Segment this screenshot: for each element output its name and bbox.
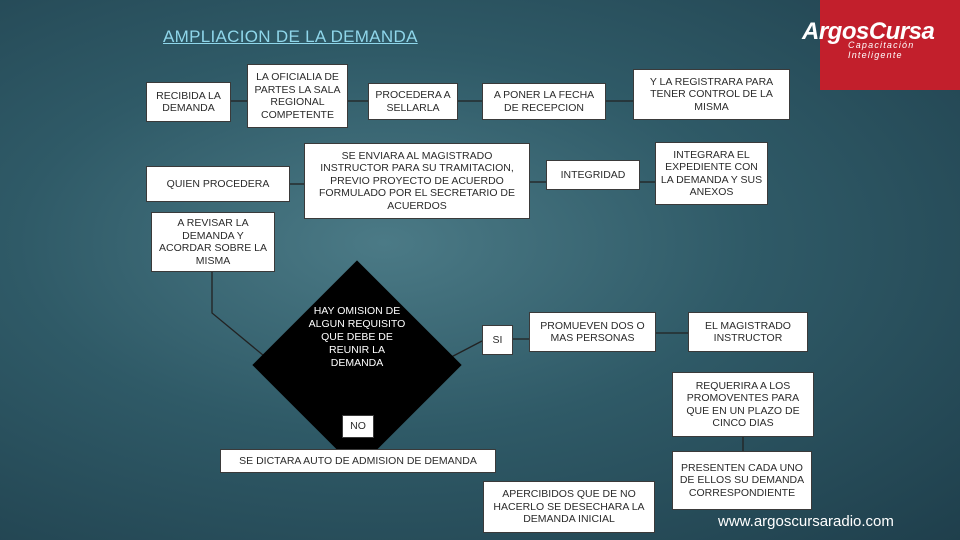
node-si: SI [482, 325, 513, 355]
node-registrara: Y LA REGISTRARA PARA TENER CONTROL DE LA… [633, 69, 790, 120]
node-no: NO [342, 415, 374, 438]
node-integridad: INTEGRIDAD [546, 160, 640, 190]
node-magistrado-instructor: EL MAGISTRADO INSTRUCTOR [688, 312, 808, 352]
node-integrara-expediente: INTEGRARA EL EXPEDIENTE CON LA DEMANDA Y… [655, 142, 768, 205]
decision-omision-text: HAY OMISION DE ALGUN REQUISITO QUE DEBE … [308, 305, 406, 369]
node-revisar-demanda: A REVISAR LA DEMANDA Y ACORDAR SOBRE LA … [151, 212, 275, 272]
page-title: AMPLIACION DE LA DEMANDA [163, 27, 418, 46]
footer-url[interactable]: www.argoscursaradio.com [718, 513, 894, 530]
connector-revisar-omision [211, 272, 276, 366]
node-enviara-magistrado: SE ENVIARA AL MAGISTRADO INSTRUCTOR PARA… [304, 143, 530, 219]
node-oficialia-partes: LA OFICIALIA DE PARTES LA SALA REGIONAL … [247, 64, 348, 128]
node-procedera-sellarla: PROCEDERA A SELLARLA [368, 83, 458, 120]
logo-background [820, 0, 960, 90]
node-requerira-promoventes: REQUERIRA A LOS PROMOVENTES PARA QUE EN … [672, 372, 814, 437]
node-promueven-personas: PROMUEVEN DOS O MAS PERSONAS [529, 312, 656, 352]
node-quien-procedera: QUIEN PROCEDERA [146, 166, 290, 202]
node-recibida-demanda: RECIBIDA LA DEMANDA [146, 82, 231, 122]
logo: ArgosCursa [802, 18, 935, 45]
decision-omision-requisito: HAY OMISION DE ALGUN REQUISITO QUE DEBE … [251, 259, 463, 471]
logo-tagline: Capacitación Inteligente [848, 40, 915, 60]
node-auto-admision: SE DICTARA AUTO DE ADMISION DE DEMANDA [220, 449, 496, 473]
node-poner-fecha: A PONER LA FECHA DE RECEPCION [482, 83, 606, 120]
node-apercibidos: APERCIBIDOS QUE DE NO HACERLO SE DESECHA… [483, 481, 655, 533]
node-presenten-demanda: PRESENTEN CADA UNO DE ELLOS SU DEMANDA C… [672, 451, 812, 510]
